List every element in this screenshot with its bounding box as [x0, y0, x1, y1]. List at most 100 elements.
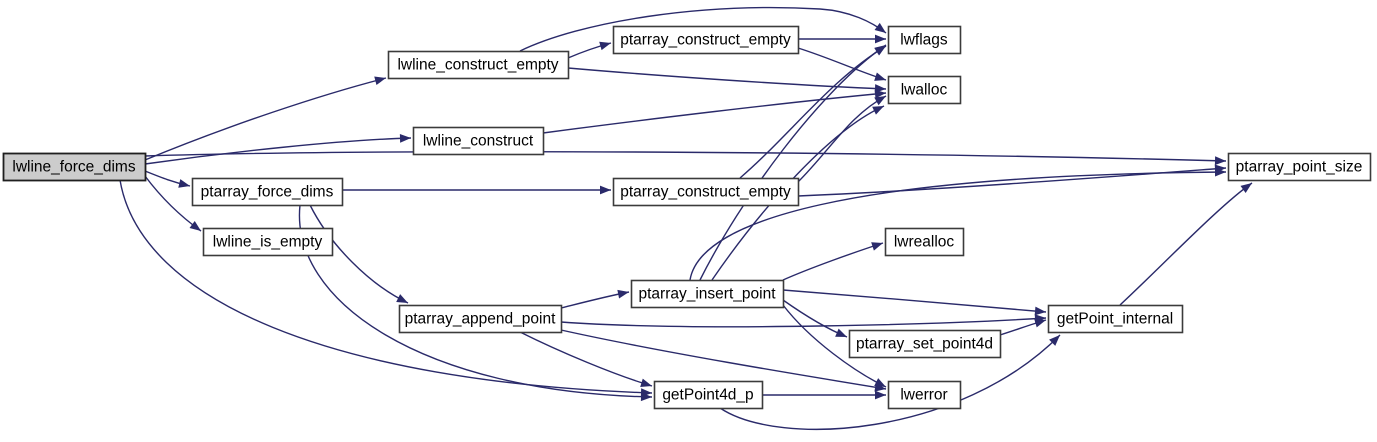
node-label-ptarray_point_size: ptarray_point_size — [1236, 159, 1363, 176]
node-label-lwline_force_dims: lwline_force_dims — [12, 159, 135, 176]
arrowhead-ptarray_construct_empty_1-to-lwalloc — [874, 72, 886, 81]
arrowhead-ptarray_construct_empty_1-to-lwflags — [875, 34, 886, 44]
node-label-getPoint4d_p: getPoint4d_p — [662, 387, 753, 404]
node-getPoint_internal[interactable]: getPoint_internal — [1047, 304, 1184, 334]
edge-ptarray_force_dims-to-ptarray_append_point — [309, 204, 409, 304]
node-box-ptarray_force_dims[interactable] — [191, 177, 344, 207]
arrowhead-ptarray_force_dims-to-ptarray_construct_empty_2 — [600, 185, 611, 195]
arrowhead-getPoint4d_p-to-lwerror — [875, 390, 886, 400]
arrowhead-ptarray_set_point4d-to-getPoint_internal — [1034, 318, 1046, 328]
arrowhead-lwline_force_dims-to-lwline_construct — [399, 133, 411, 143]
edge-ptarray_append_point-to-getPoint4d_p — [519, 331, 653, 387]
edge-ptarray_construct_empty_2-to-ptarray_point_size — [797, 167, 1227, 197]
node-label-ptarray_set_point4d: ptarray_set_point4d — [856, 336, 993, 353]
arrowhead-lwline_construct_empty-to-lwflags — [874, 22, 886, 33]
node-box-lwline_construct_empty[interactable] — [387, 50, 570, 80]
node-box-lwline_force_dims[interactable] — [2, 152, 147, 182]
node-box-ptarray_insert_point[interactable] — [630, 279, 785, 309]
node-box-ptarray_set_point4d[interactable] — [848, 329, 1002, 359]
node-label-lwerror: lwerror — [900, 387, 947, 404]
node-box-ptarray_point_size[interactable] — [1227, 152, 1372, 182]
node-ptarray_set_point4d[interactable]: ptarray_set_point4d — [848, 329, 1002, 359]
node-box-lwflags[interactable] — [887, 25, 962, 55]
node-label-lwline_construct_empty: lwline_construct_empty — [397, 57, 558, 74]
node-getPoint4d_p[interactable]: getPoint4d_p — [653, 380, 764, 410]
node-box-lwline_construct[interactable] — [412, 126, 545, 156]
node-label-ptarray_append_point: ptarray_append_point — [405, 311, 557, 328]
node-ptarray_construct_empty_2[interactable]: ptarray_construct_empty — [612, 177, 800, 207]
edge-lwline_construct-to-lwalloc — [542, 92, 887, 134]
node-lwflags[interactable]: lwflags — [887, 25, 962, 55]
node-lwerror[interactable]: lwerror — [887, 380, 962, 410]
edge-ptarray_insert_point-to-lwflags — [699, 44, 887, 281]
arrowhead-ptarray_append_point-to-getPoint4d_p — [640, 378, 652, 387]
node-ptarray_point_size[interactable]: ptarray_point_size — [1227, 152, 1372, 182]
edge-ptarray_insert_point-to-ptarray_point_size — [689, 171, 1227, 281]
edge-ptarray_insert_point-to-lwrealloc — [782, 242, 884, 281]
node-lwline_construct_empty[interactable]: lwline_construct_empty — [387, 50, 570, 80]
node-ptarray_construct_empty_1[interactable]: ptarray_construct_empty — [612, 25, 800, 55]
node-lwline_construct[interactable]: lwline_construct — [412, 126, 545, 156]
arrowhead-ptarray_insert_point-to-lwalloc — [872, 106, 884, 115]
edges-layer — [119, 6, 1253, 431]
node-box-lwerror[interactable] — [887, 380, 962, 410]
node-box-lwalloc[interactable] — [887, 75, 962, 105]
arrowhead-ptarray_append_point-to-ptarray_insert_point — [617, 289, 629, 299]
node-lwalloc[interactable]: lwalloc — [887, 75, 962, 105]
arrowhead-lwline_force_dims-to-lwline_construct_empty — [374, 76, 386, 86]
edge-getPoint4d_p-to-getPoint_internal — [719, 334, 1061, 431]
node-box-getPoint4d_p[interactable] — [653, 380, 764, 410]
node-label-lwalloc: lwalloc — [901, 82, 948, 99]
node-box-ptarray_append_point[interactable] — [398, 304, 563, 334]
node-box-ptarray_construct_empty_2[interactable] — [612, 177, 800, 207]
edge-lwline_force_dims-to-getPoint4d_p — [119, 179, 653, 394]
arrowhead-ptarray_insert_point-to-lwrealloc — [871, 242, 883, 251]
arrowhead-lwline_construct_empty-to-ptarray_construct_empty_1 — [599, 41, 611, 51]
edge-lwline_force_dims-to-ptarray_point_size — [144, 150, 1227, 162]
node-label-lwline_construct: lwline_construct — [423, 133, 534, 150]
node-label-ptarray_construct_empty_1: ptarray_construct_empty — [620, 32, 791, 49]
node-label-ptarray_insert_point: ptarray_insert_point — [639, 286, 777, 303]
arrowhead-lwline_force_dims-to-lwline_is_empty — [189, 220, 201, 231]
node-label-lwline_is_empty: lwline_is_empty — [213, 234, 323, 251]
edge-ptarray_insert_point-to-ptarray_set_point4d — [782, 299, 848, 338]
node-lwline_is_empty[interactable]: lwline_is_empty — [202, 227, 334, 257]
edge-ptarray_insert_point-to-lwerror — [782, 304, 887, 388]
edge-lwline_construct_empty-to-lwalloc — [567, 67, 887, 90]
edge-lwline_construct_empty-to-lwflags — [519, 6, 887, 52]
node-ptarray_force_dims[interactable]: ptarray_force_dims — [191, 177, 344, 207]
node-box-lwline_is_empty[interactable] — [202, 227, 334, 257]
arrowhead-ptarray_insert_point-to-ptarray_set_point4d — [835, 328, 847, 337]
arrowhead-getPoint_internal-to-ptarray_point_size — [1240, 183, 1252, 193]
node-label-ptarray_construct_empty_2: ptarray_construct_empty — [620, 184, 791, 201]
edge-ptarray_insert_point-to-lwalloc — [711, 105, 885, 281]
node-label-lwflags: lwflags — [900, 32, 948, 49]
arrowhead-ptarray_insert_point-to-ptarray_point_size — [1214, 167, 1226, 177]
edge-ptarray_force_dims-to-getPoint4d_p — [298, 204, 653, 398]
node-ptarray_append_point[interactable]: ptarray_append_point — [398, 304, 563, 334]
arrowhead-ptarray_append_point-to-lwerror — [874, 382, 886, 392]
node-box-lwrealloc[interactable] — [884, 227, 965, 257]
node-box-ptarray_construct_empty_1[interactable] — [612, 25, 800, 55]
node-lwline_force_dims[interactable]: lwline_force_dims — [2, 152, 147, 182]
edge-lwline_force_dims-to-lwline_construct — [144, 137, 412, 165]
nodes-layer: lwline_force_dimslwline_construct_emptyl… — [2, 25, 1372, 410]
arrowhead-lwline_force_dims-to-ptarray_force_dims — [178, 179, 190, 188]
arrowhead-lwline_construct-to-lwalloc — [874, 89, 886, 99]
node-label-ptarray_force_dims: ptarray_force_dims — [201, 184, 334, 201]
node-label-getPoint_internal: getPoint_internal — [1057, 311, 1173, 328]
arrowhead-ptarray_force_dims-to-getPoint4d_p — [640, 392, 652, 402]
edge-getPoint_internal-to-ptarray_point_size — [1119, 182, 1253, 306]
node-box-getPoint_internal[interactable] — [1047, 304, 1184, 334]
edge-ptarray_append_point-to-lwerror — [560, 329, 887, 390]
arrowhead-ptarray_construct_empty_2-to-lwalloc — [874, 96, 886, 106]
node-lwrealloc[interactable]: lwrealloc — [884, 227, 965, 257]
edge-ptarray_append_point-to-getPoint_internal — [560, 317, 1047, 328]
arrowhead-ptarray_insert_point-to-getPoint_internal — [1034, 306, 1046, 316]
node-label-lwrealloc: lwrealloc — [894, 234, 955, 251]
edge-ptarray_construct_empty_1-to-lwalloc — [797, 47, 887, 81]
node-ptarray_insert_point[interactable]: ptarray_insert_point — [630, 279, 785, 309]
arrowhead-ptarray_insert_point-to-lwflags — [874, 45, 886, 55]
